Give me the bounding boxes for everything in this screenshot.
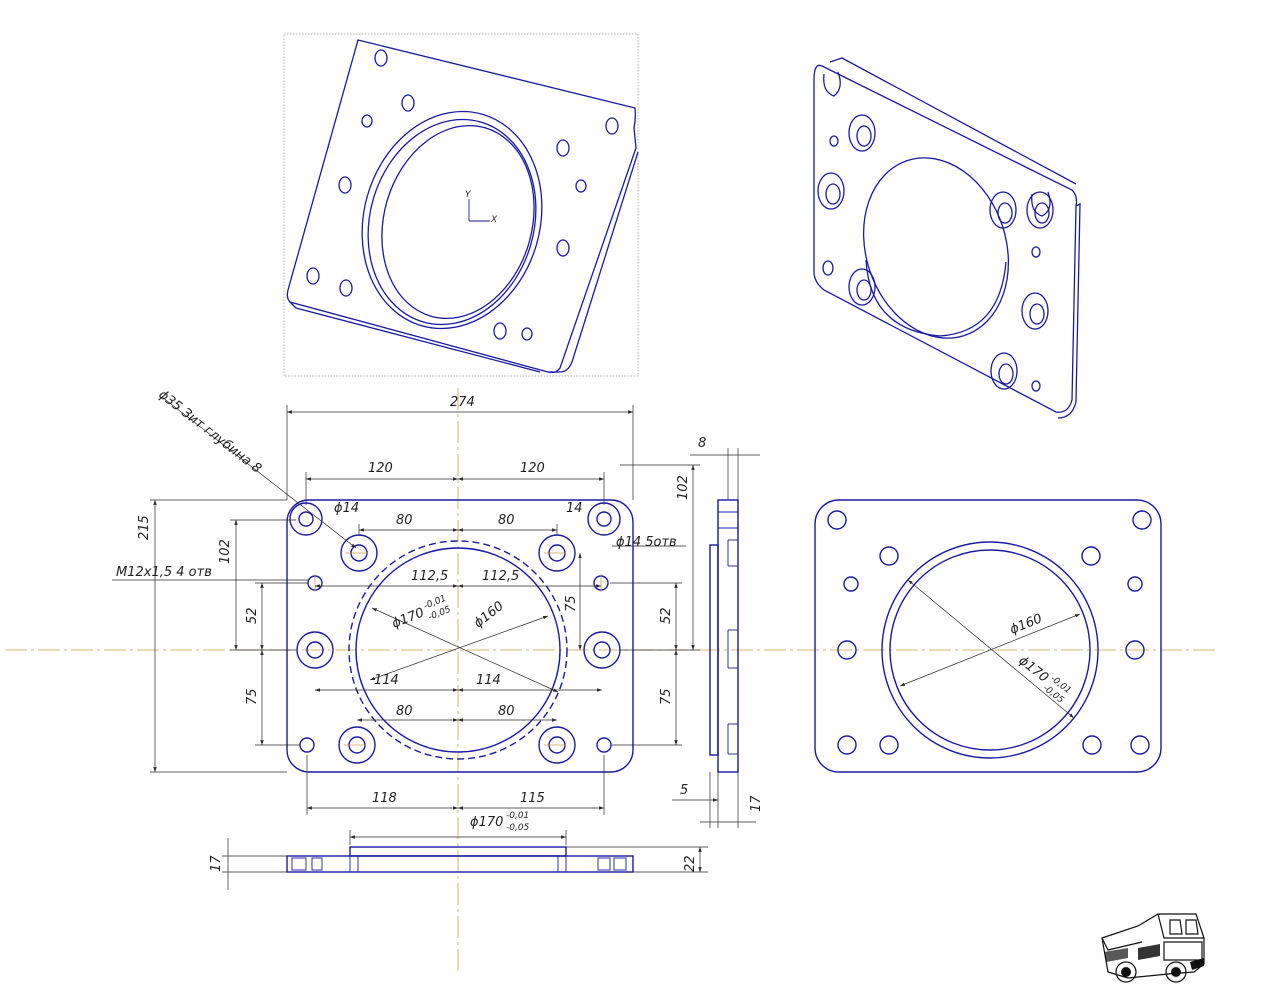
dim-bottom-22: 22 [683,855,698,872]
dim-bottom-17: 17 [209,855,224,872]
dim-side-8: 8 [698,436,706,451]
right-plate-outline [814,499,1162,773]
iso1-bore-step [367,118,537,326]
iso1-axis-x-label: X [490,215,498,225]
dim-215: 215 [137,515,152,540]
iso1-hole [521,327,533,341]
right-callout-d170: ϕ170 -0,01 -0,05 [1016,653,1073,705]
iso1-plate-bottom-edge [289,301,541,373]
iso2-bore-depth [865,259,1007,337]
bottom-boss [349,846,567,857]
dim-1125-right: 112,5 [482,569,519,584]
callout-d160: ϕ160 [471,599,507,631]
dim-75-left: 75 [245,688,260,705]
iso2-counterbores [817,114,1054,392]
iso1-hole [556,139,570,157]
right-holes [827,510,1152,755]
iso1-hole [374,49,388,67]
iso2-plate-face [813,64,1078,413]
iso1-hole [401,94,415,112]
isometric-view-back [813,57,1081,419]
dim-14: 14 [566,501,583,516]
dim-80-bot-left: 80 [396,704,413,719]
callout-d170-main-text: ϕ170 [390,605,427,631]
side-boss [709,544,719,756]
iso2-bore-outer [862,157,1010,339]
front-bore-160 [355,547,561,753]
iso1-hole [575,179,587,193]
iso1-hole [605,117,619,135]
dim-52-right: 52 [659,607,674,624]
callout-thread: M12x1,5 4 отв [116,565,212,580]
iso1-hole [338,176,352,194]
selection-frame [283,33,639,377]
right-callout-d170-text: ϕ170 [1016,653,1052,685]
side-view: 8 5 17 [672,436,764,828]
iso1-bore-outer [361,110,543,330]
dim-1125-left: 112,5 [411,569,448,584]
dim-118: 118 [372,791,397,806]
right-callout-d160: ϕ160 [1008,611,1045,637]
front-view [286,499,634,773]
dim-102-right: 102 [676,475,691,500]
dim-120-left: 120 [368,461,393,476]
isometric-view-front: Y X [283,33,639,377]
callout-d14-left: ϕ14 [334,501,359,516]
dim-115: 115 [520,791,545,806]
front-view-dimensions: 274 120 120 80 80 14 112,5 112,5 114 114… [112,387,700,815]
dim-75-inner: 75 [564,595,579,612]
dim-120-right: 120 [520,461,545,476]
dim-114-right: 114 [476,673,501,688]
dim-75-right: 75 [659,688,674,705]
iso1-axis-y-label: Y [465,190,472,200]
iso2-plate-top-edge [829,57,1077,185]
iso1-bore-inner [381,124,535,320]
bottom-plate [286,855,634,873]
front-plate-outline [286,499,634,773]
front-bore-170-hidden [348,540,568,760]
truck-logo-icon [1101,913,1205,983]
bottom-callout-d170-text: ϕ170 [470,815,503,830]
iso1-plate-edge [548,151,639,373]
right-view: ϕ160 ϕ170 -0,01 -0,05 [814,499,1162,773]
dim-114-left: 114 [374,673,399,688]
dim-274: 274 [450,395,475,410]
dim-80-bot-right: 80 [498,704,515,719]
iso1-hole [493,322,507,340]
right-bore-outer [881,541,1099,759]
bottom-callout-d170: ϕ170 -0,01 -0,05 [470,811,530,833]
bottom-view: ϕ170 -0,01 -0,05 17 22 [209,811,708,890]
bottom-tol-lower: -0,05 [506,823,530,833]
dim-80-top-right: 80 [498,513,515,528]
dim-52-left: 52 [245,607,260,624]
dim-102-left: 102 [218,539,233,564]
callout-d35: ϕ35 Зит глубина 8 [156,387,264,476]
dim-side-17: 17 [749,795,764,812]
right-bore-inner [889,549,1091,751]
dim-80-top-left: 80 [396,513,413,528]
iso1-hole [339,279,353,297]
iso2-notch-left [823,71,841,97]
dim-side-5: 5 [680,783,688,798]
iso2-plate-side [1057,202,1081,419]
bottom-tol-upper: -0,01 [506,811,529,821]
iso2-notch-right [1031,191,1051,217]
iso1-hole [361,114,373,128]
iso1-hole [556,239,570,257]
callout-d14-right: ϕ14 5отв [616,535,677,550]
iso1-hole [306,267,320,285]
